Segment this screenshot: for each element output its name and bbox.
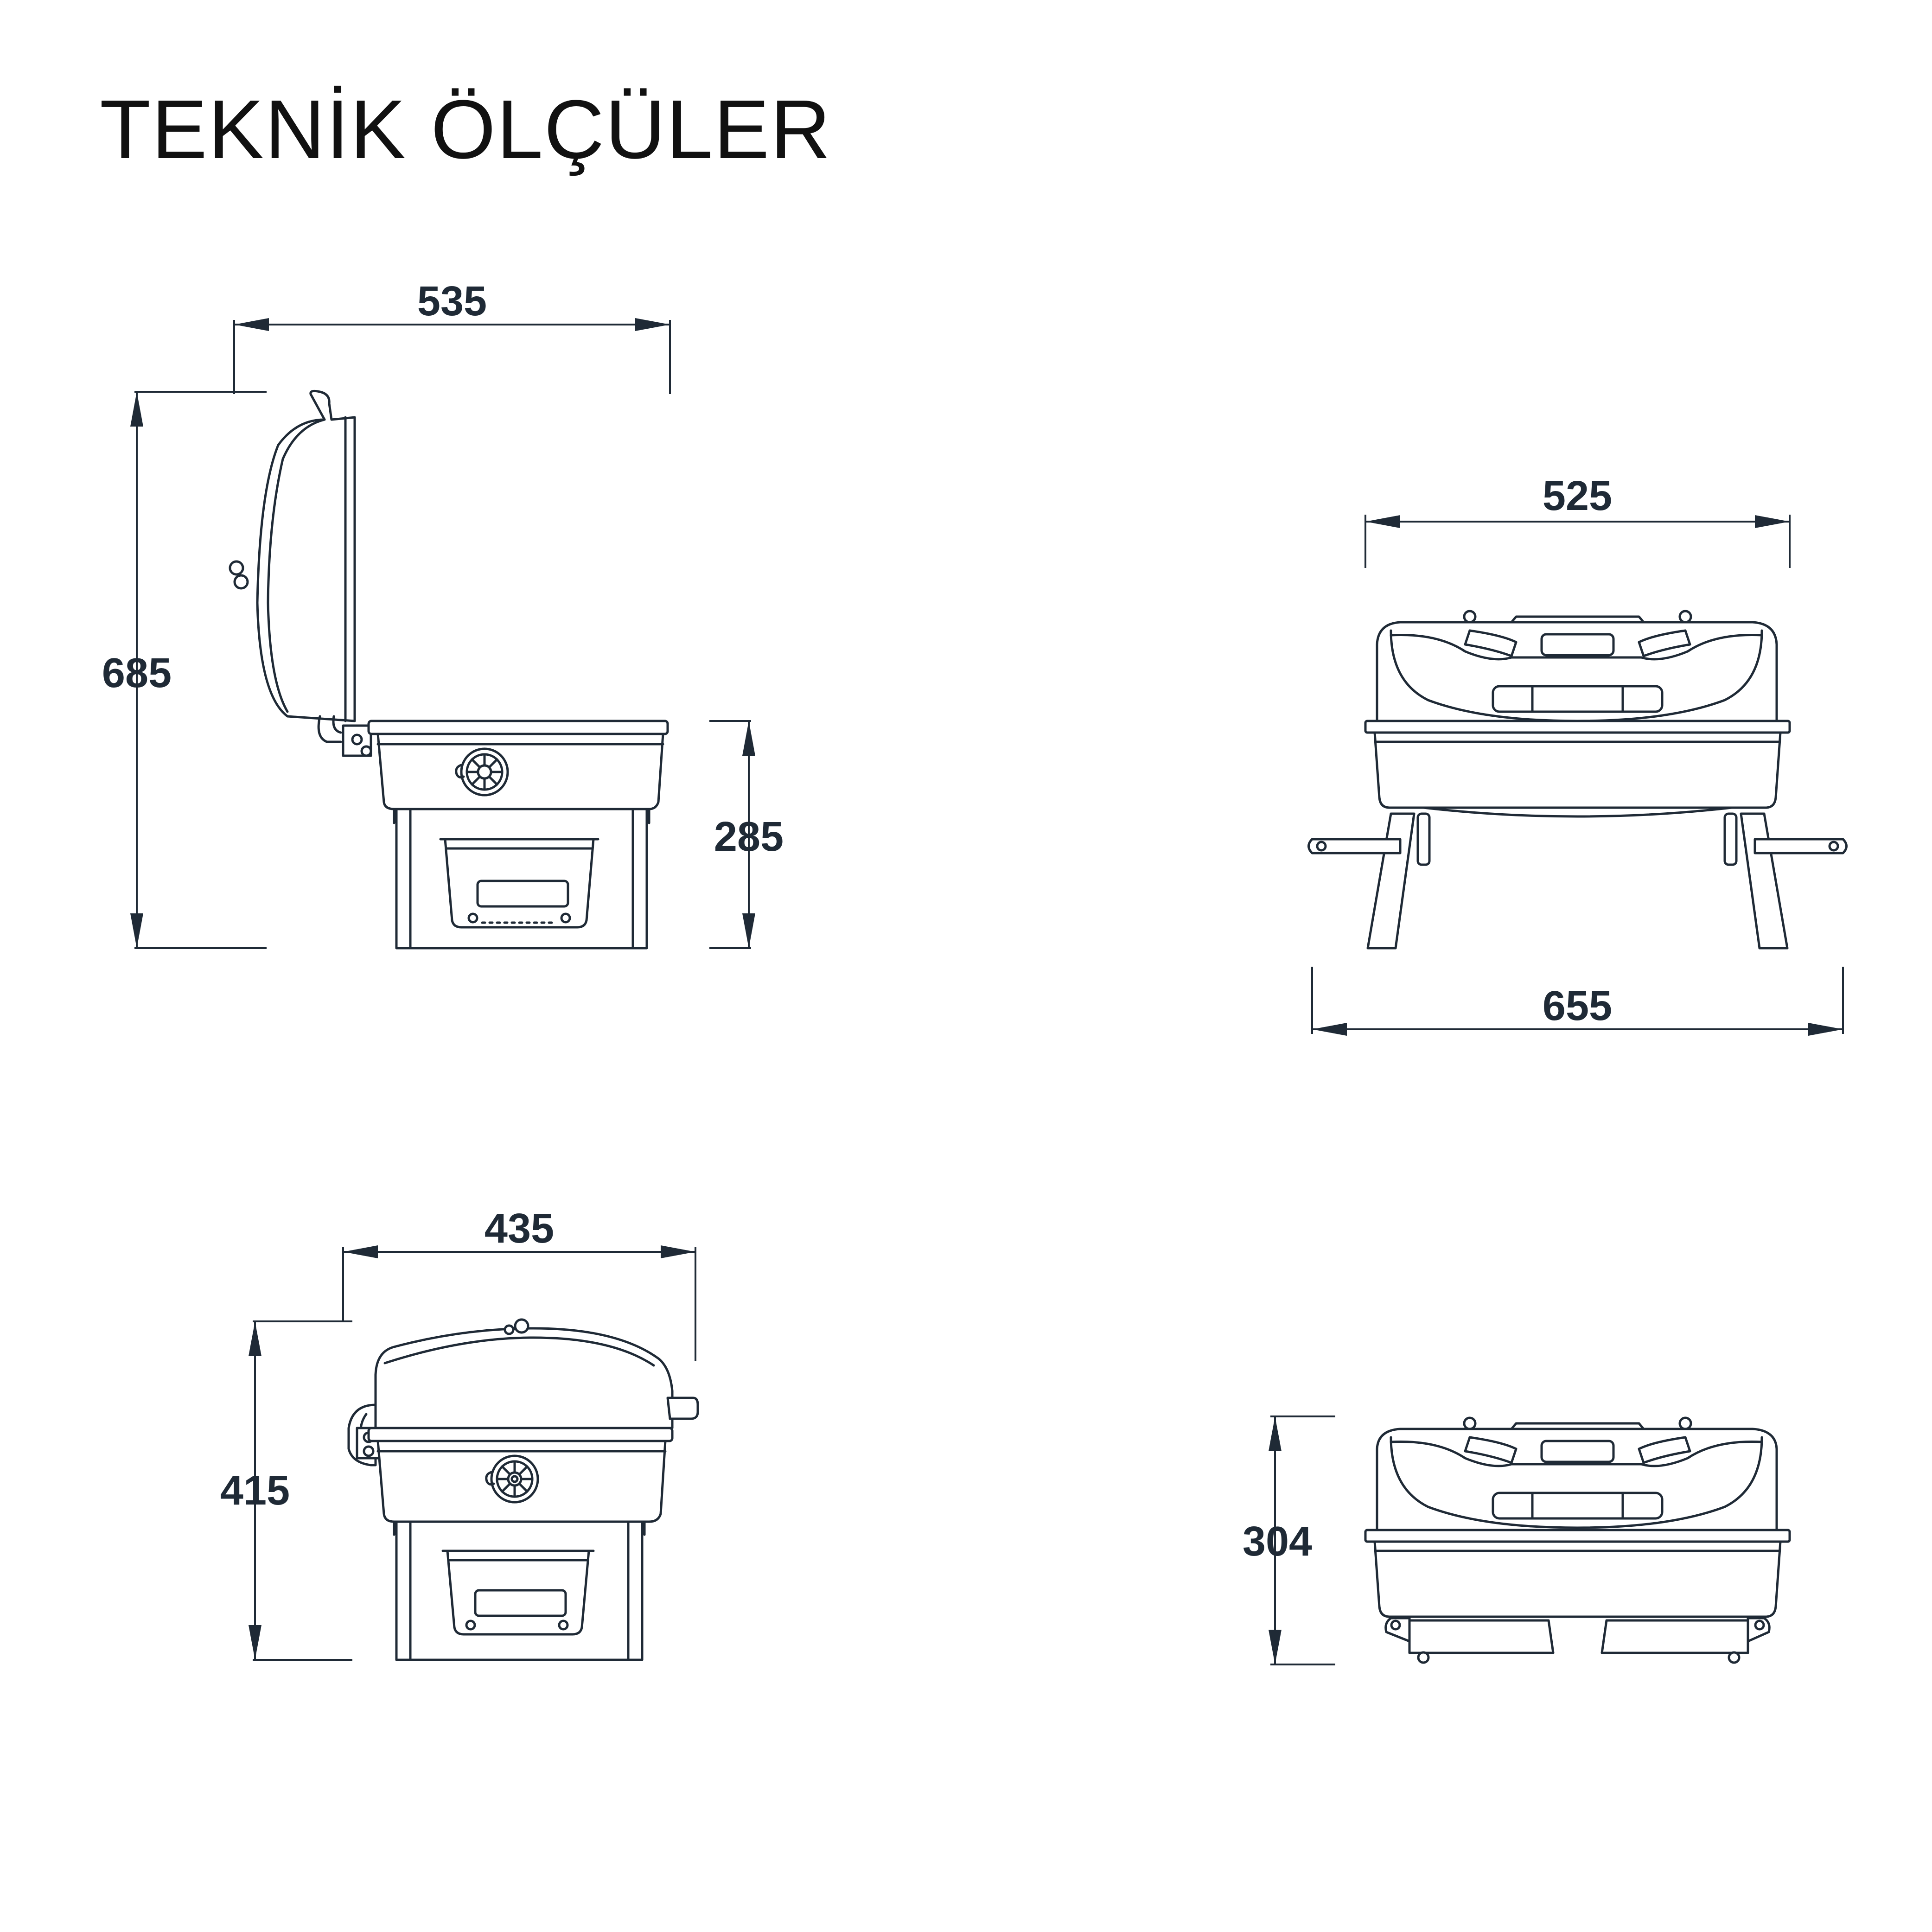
closed-vent-icon	[485, 1454, 539, 1504]
folded-legs	[1384, 1617, 1771, 1664]
dim-closed-side-width: 435	[342, 1205, 696, 1361]
closed-body	[367, 1427, 674, 1523]
folded-front-view: 304	[1243, 1416, 1791, 1665]
dim-label-304: 304	[1243, 1518, 1312, 1565]
open-hinge	[342, 724, 372, 757]
closed-stand	[393, 1520, 646, 1661]
dim-label-285: 285	[714, 814, 784, 860]
front-view-with-legs: 525 655	[1307, 473, 1848, 1036]
front-body	[1364, 720, 1791, 818]
open-vent-icon	[455, 747, 509, 797]
dim-closed-side-height: 415	[220, 1320, 352, 1661]
dim-folded-front-height: 304	[1243, 1416, 1335, 1665]
dim-open-side-width: 535	[233, 278, 671, 394]
dim-front-total-width: 655	[1311, 967, 1844, 1036]
dim-label-525: 525	[1543, 473, 1612, 519]
open-lid	[229, 389, 356, 743]
dim-front-top-width: 525	[1365, 473, 1791, 568]
open-body	[367, 720, 669, 810]
folded-body	[1364, 1529, 1791, 1618]
open-side-view: 535 685 285	[102, 278, 784, 950]
dim-label-415: 415	[220, 1467, 290, 1514]
dim-label-535: 535	[417, 278, 487, 325]
page-title: TEKNİK ÖLÇÜLER	[100, 83, 832, 176]
dim-label-685: 685	[102, 650, 172, 696]
folded-lid	[1376, 1416, 1778, 1531]
dim-open-side-height: 685	[102, 391, 267, 949]
dim-open-base-height: 285	[709, 720, 784, 949]
front-legs	[1307, 812, 1848, 950]
dim-label-435: 435	[485, 1205, 554, 1252]
open-stand	[393, 808, 650, 950]
closed-side-view: 435 415	[220, 1205, 699, 1661]
dim-label-655: 655	[1543, 983, 1612, 1029]
front-lid	[1376, 610, 1778, 725]
